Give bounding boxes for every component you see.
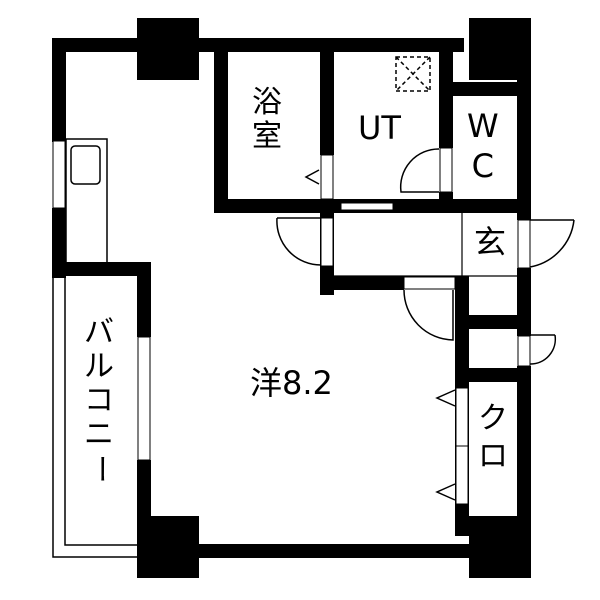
balcony-label-char: ニ: [84, 417, 114, 452]
entrance-step-lines: [334, 213, 517, 277]
balcony-label-char: ー: [82, 454, 117, 484]
closet-label: ク ロ: [478, 404, 508, 472]
closet-label-char: ロ: [478, 439, 508, 474]
door-swings: [276, 148, 575, 501]
utility-label: UT: [358, 109, 401, 147]
bathroom-label: 浴 室: [252, 88, 282, 152]
ventilation-fan-icon: [395, 56, 431, 92]
entrance-label: 玄: [474, 223, 507, 261]
kitchen-counter: [65, 138, 108, 264]
closet-label-char: ク: [478, 401, 508, 436]
door-gaps: [320, 147, 531, 505]
balcony-label-char: コ: [84, 383, 114, 418]
western-room-label: 洋8.2: [250, 364, 333, 402]
bathroom-label-char: 室: [252, 119, 282, 154]
balcony-outline: [52, 272, 138, 558]
toilet-label-char: C: [471, 147, 494, 185]
toilet-label-char: W: [467, 107, 499, 145]
bathroom-label-char: 浴: [252, 85, 282, 120]
balcony-label-char: ル: [84, 349, 114, 384]
windows: [52, 140, 394, 461]
balcony-label-char: バ: [84, 315, 114, 350]
balcony-label: バ ル コ ニ ー: [82, 315, 117, 485]
toilet-label: W C: [467, 110, 499, 182]
